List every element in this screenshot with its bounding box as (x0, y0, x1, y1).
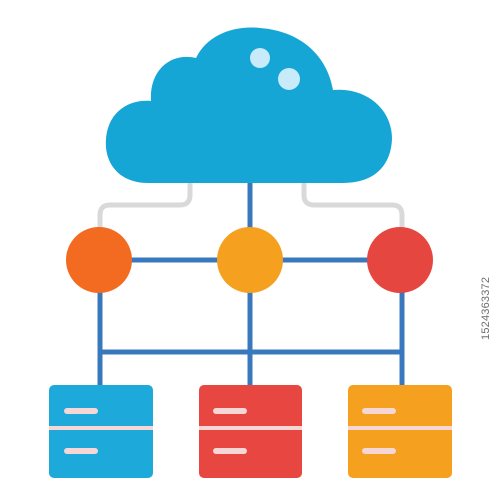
left-gray-connector (97, 179, 193, 233)
server-left-body (49, 385, 153, 478)
server-center-body (199, 385, 302, 478)
server-right-slot-top (362, 408, 396, 414)
red-network-node-right (367, 227, 433, 293)
server-center-divider (199, 426, 302, 430)
server-center-slot-bottom (213, 448, 247, 454)
orange-network-node-center (217, 227, 283, 293)
orange-network-node-left (66, 227, 132, 293)
stock-image-id: 1524363372 (480, 276, 492, 340)
blue-network-lines (97, 179, 405, 390)
cloud-icon (105, 27, 393, 183)
gray-connectors (97, 179, 405, 233)
server-right-body (348, 385, 452, 478)
server-right-divider (348, 426, 452, 430)
server-left-slot-bottom (64, 448, 98, 454)
server-left-slot-top (64, 408, 98, 414)
server-center-slot-top (213, 408, 247, 414)
server-left-divider (49, 426, 153, 430)
server-right-slot-bottom (362, 448, 396, 454)
server-center (199, 385, 302, 478)
network-nodes (66, 227, 433, 293)
cloud-highlight-dot-bottom (278, 68, 300, 90)
server-right (348, 385, 452, 478)
cloud-highlight-dot-top (250, 48, 270, 68)
right-gray-connector (301, 179, 405, 233)
server-left (49, 385, 153, 478)
cloud-shape (105, 27, 393, 183)
